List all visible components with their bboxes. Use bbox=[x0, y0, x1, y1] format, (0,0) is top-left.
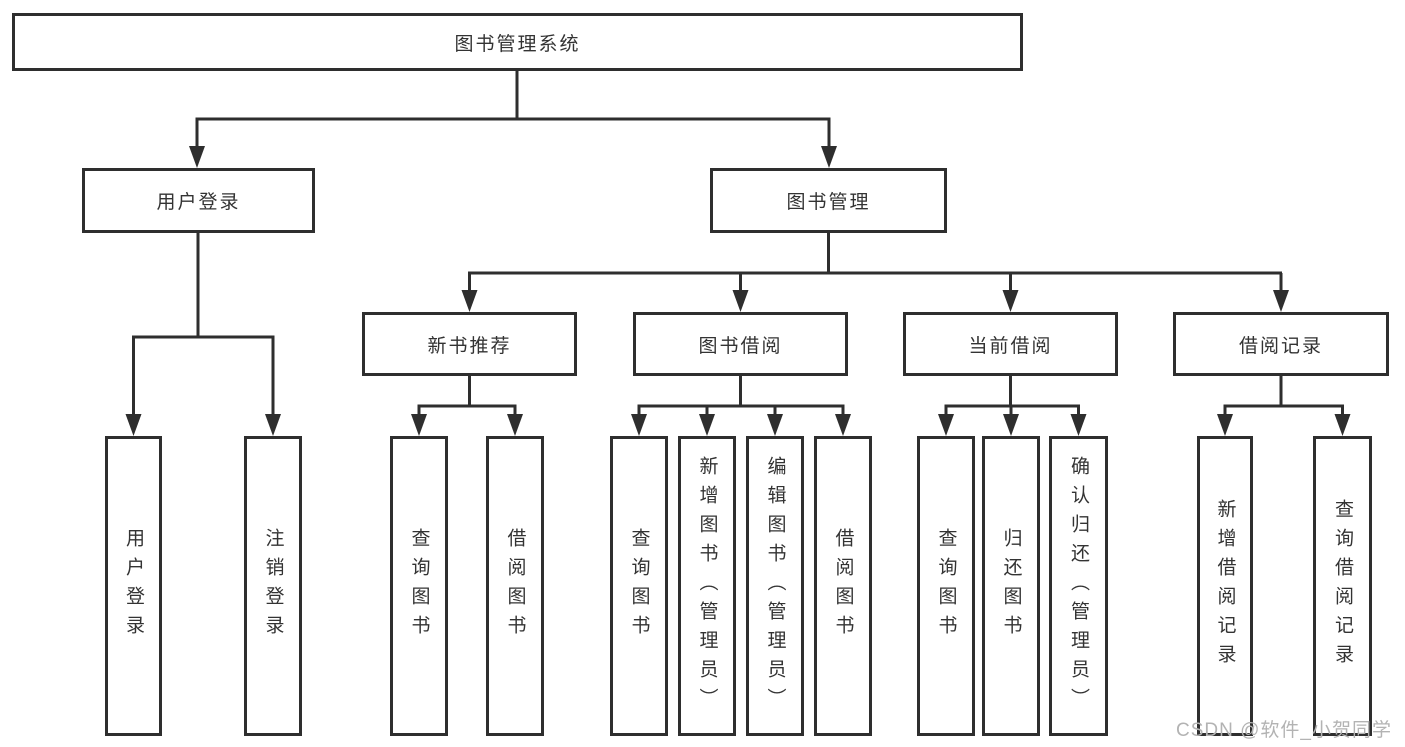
node-add-borrow-record: 新增借阅记录 bbox=[1197, 436, 1253, 736]
arrow-down-icon bbox=[1273, 290, 1289, 312]
arrow-down-icon bbox=[507, 414, 523, 436]
node-user-login: 用户登录 bbox=[82, 168, 315, 233]
node-query-books-borrow: 查询图书 bbox=[610, 436, 668, 736]
watermark: CSDN @软件_小贺同学 bbox=[1176, 720, 1392, 741]
node-new-book-recommendation: 新书推荐 bbox=[362, 312, 577, 376]
arrow-down-icon bbox=[461, 290, 478, 312]
arrowhead-icons bbox=[125, 146, 1351, 436]
arrow-down-icon bbox=[938, 414, 954, 436]
node-borrow-books-recommend: 借阅图书 bbox=[486, 436, 544, 736]
node-query-borrow-record: 查询借阅记录 bbox=[1313, 436, 1372, 736]
arrow-down-icon bbox=[835, 414, 851, 436]
node-book-management: 图书管理 bbox=[710, 168, 947, 233]
arrow-down-icon bbox=[265, 414, 281, 436]
arrow-down-icon bbox=[767, 414, 783, 436]
node-current-borrowing: 当前借阅 bbox=[903, 312, 1118, 376]
node-leaf-logout: 注销登录 bbox=[244, 436, 302, 736]
arrow-down-icon bbox=[125, 414, 142, 436]
node-book-borrowing: 图书借阅 bbox=[633, 312, 848, 376]
connector-lines bbox=[132, 71, 1344, 418]
arrow-down-icon bbox=[189, 146, 205, 168]
node-confirm-return-admin: 确认归还（管理员） bbox=[1049, 436, 1108, 736]
arrow-down-icon bbox=[1003, 414, 1019, 436]
node-query-books-current: 查询图书 bbox=[917, 436, 975, 736]
arrow-down-icon bbox=[1002, 290, 1019, 312]
node-return-book: 归还图书 bbox=[982, 436, 1040, 736]
node-add-book-admin: 新增图书（管理员） bbox=[678, 436, 736, 736]
node-leaf-user-login: 用户登录 bbox=[105, 436, 162, 736]
node-borrow-books-borrow: 借阅图书 bbox=[814, 436, 872, 736]
node-query-books-recommend: 查询图书 bbox=[390, 436, 448, 736]
arrow-down-icon bbox=[821, 146, 837, 168]
arrow-down-icon bbox=[631, 414, 647, 436]
node-borrowing-records: 借阅记录 bbox=[1173, 312, 1389, 376]
arrow-down-icon bbox=[699, 414, 715, 436]
arrow-down-icon bbox=[1070, 414, 1087, 436]
arrow-down-icon bbox=[1334, 414, 1351, 436]
node-library-management-system: 图书管理系统 bbox=[12, 13, 1023, 71]
node-edit-book-admin: 编辑图书（管理员） bbox=[746, 436, 804, 736]
arrow-down-icon bbox=[732, 290, 749, 312]
arrow-down-icon bbox=[411, 414, 427, 436]
arrow-down-icon bbox=[1217, 414, 1233, 436]
